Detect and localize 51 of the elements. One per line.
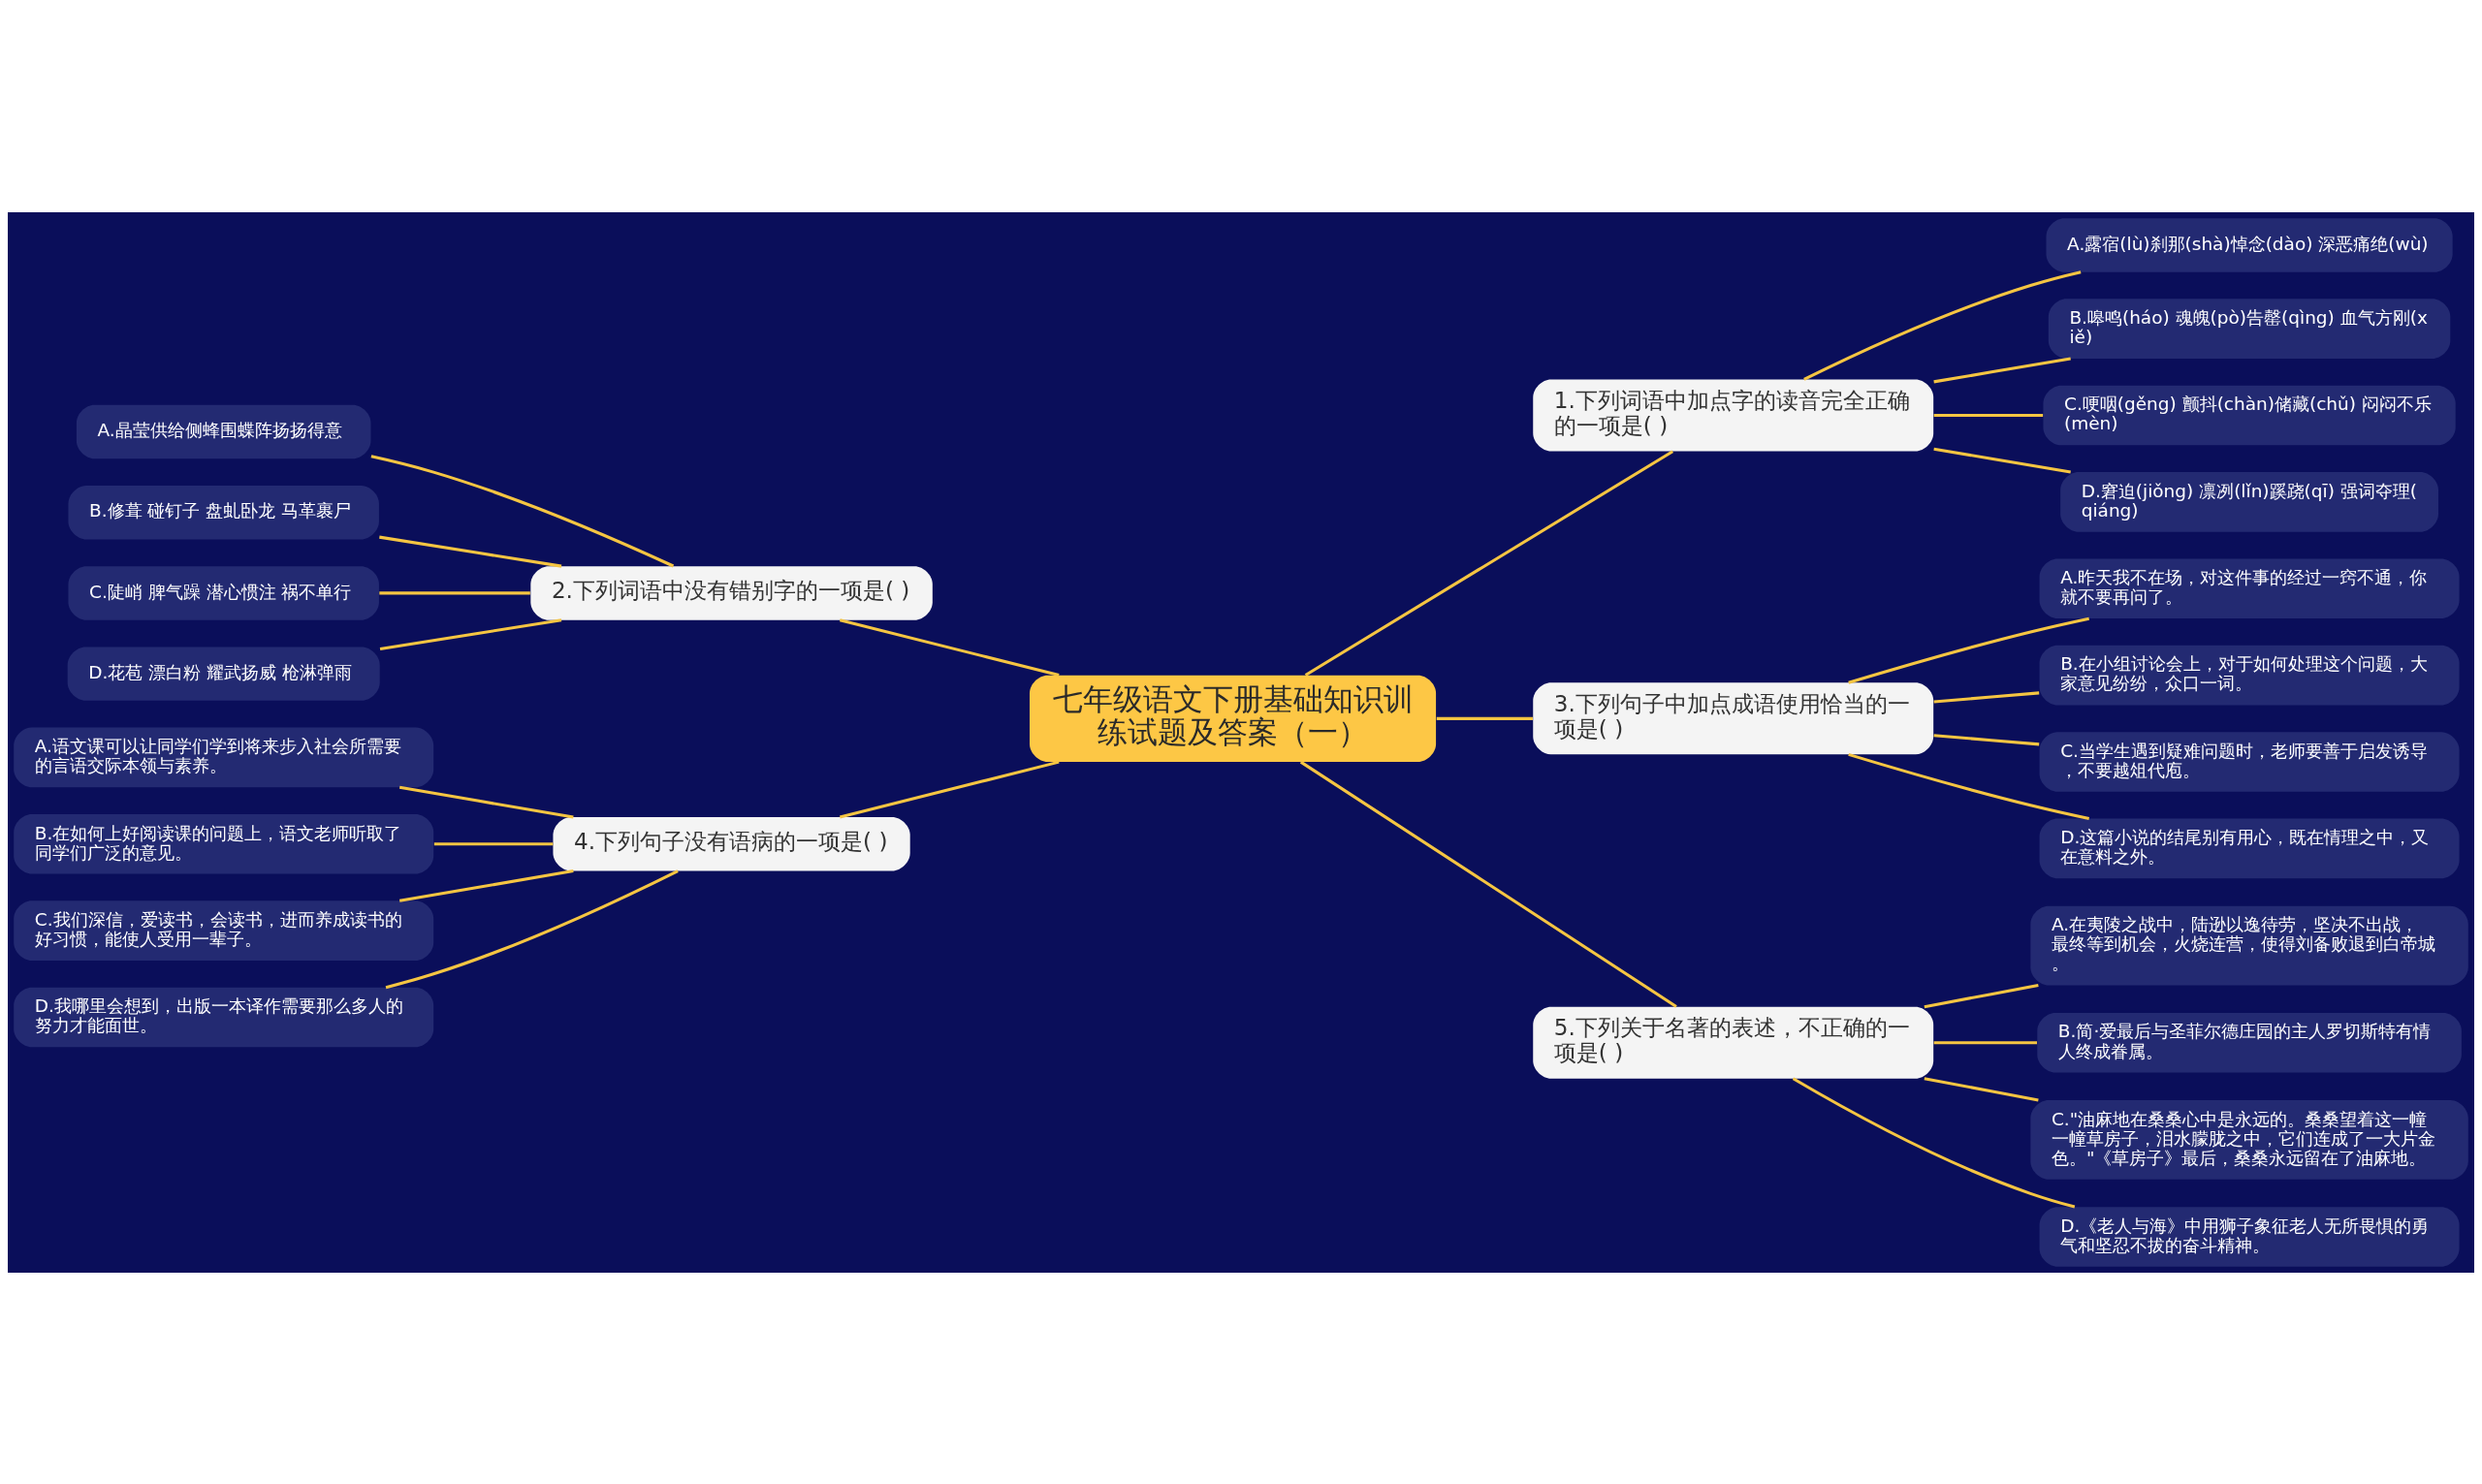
node-box: A.晶莹供给侧蜂围蝶阵扬扬得意 (76, 404, 371, 458)
connector (1436, 716, 1533, 720)
connector (1933, 1040, 2037, 1044)
connector (839, 760, 1060, 818)
node-box: D.《老人与海》中用狮子象征老人无所畏惧的勇气和坚忍不拔的奋斗精神。 (2039, 1206, 2460, 1267)
connector (1304, 449, 1674, 677)
connector (1803, 269, 2082, 381)
node-box: C.我们深信，爱读书，会读书，进而养成读书的好习惯，能使人受用一辈子。 (14, 900, 434, 961)
connector (1848, 616, 2089, 684)
node-box: 2.下列词语中没有错别字的一项是( ) (530, 565, 933, 620)
node-box: 5.下列关于名著的表述，不正确的一项是( ) (1533, 1006, 1934, 1079)
node-box: B.在小组讨论会上，对于如何处理这个问题，大家意见纷纷，众口一词。 (2039, 645, 2460, 705)
connector (398, 785, 574, 819)
connector (1933, 357, 2071, 383)
connector (1933, 447, 2071, 474)
node-box: A.语文课可以让同学们学到将来步入社会所需要的言语交际本领与素养。 (14, 727, 434, 787)
node-box: C.陡峭 脾气躁 潜心惯注 祸不单行 (68, 565, 379, 620)
connector (433, 841, 554, 845)
connector (1848, 752, 2089, 820)
connector (379, 535, 562, 568)
connector (1933, 690, 2040, 704)
connector (1924, 983, 2039, 1008)
node-box: 七年级语文下册基础知识训练试题及答案（一） (1029, 675, 1437, 762)
node-box: A.露宿(lù)刹那(shà)悼念(dào) 深恶痛绝(wù) (2046, 217, 2453, 272)
node-box: B.在如何上好阅读课的问题上，语文老师听取了同学们广泛的意见。 (14, 813, 434, 874)
node-box: C.当学生遇到疑难问题时，老师要善于启发诱导，不要越俎代庖。 (2039, 731, 2460, 792)
node-box: C.哽咽(gěng) 颤抖(chàn)储藏(chǔ) 闷闷不乐(mèn) (2043, 385, 2456, 445)
node-box: D.这篇小说的结尾别有用心，既在情理之中，又在意料之外。 (2039, 818, 2460, 878)
node-box: B.修葺 碰钉子 盘虬卧龙 马革裹尸 (68, 485, 379, 539)
connector (1933, 413, 2044, 417)
node-box: B.嗥鸣(háo) 魂魄(pò)告罄(qìng) 血气方刚(xiě) (2048, 298, 2451, 359)
connector (370, 454, 675, 567)
connector (1792, 1076, 2076, 1209)
node-box: B.简·爱最后与圣菲尔德庄园的主人罗切斯特有情人终成眷属。 (2037, 1012, 2462, 1073)
node-box: A.在夷陵之战中，陆逊以逸待劳，坚决不出战，最终等到机会，火烧连营，使得刘备败退到白帝城。 (2030, 905, 2468, 985)
node-box: C."油麻地在桑桑心中是永远的。桑桑望着这一幢一幢草房子，泪水朦胧之中，它们连成了一大片金色。"《草房子》最后，桑桑永远留在了油麻地。 (2030, 1099, 2468, 1180)
node-box: D.我哪里会想到，出版一本译作需要那么多人的努力才能面世。 (14, 987, 434, 1047)
connector (379, 590, 530, 594)
connector (1299, 760, 1677, 1008)
connector (379, 617, 562, 650)
connector (398, 868, 574, 902)
node-box: 3.下列句子中加点成语使用恰当的一项是( ) (1533, 681, 1934, 754)
node-box: A.昨天我不在场，对这件事的经过一窍不通，你就不要再问了。 (2039, 558, 2460, 618)
connector (1924, 1076, 2039, 1101)
node-box: D.窘迫(jiǒng) 凛冽(lǐn)蹊跷(qī) 强词夺理(qiáng) (2060, 471, 2438, 532)
node-box: D.花苞 漂白粉 耀武扬威 枪淋弹雨 (67, 646, 380, 701)
connector (839, 617, 1060, 677)
connector (385, 868, 679, 989)
node-box: 1.下列词语中加点字的读音完全正确的一项是( ) (1533, 379, 1934, 452)
node-box: 4.下列句子没有语病的一项是( ) (553, 816, 910, 870)
connector (1933, 733, 2040, 745)
